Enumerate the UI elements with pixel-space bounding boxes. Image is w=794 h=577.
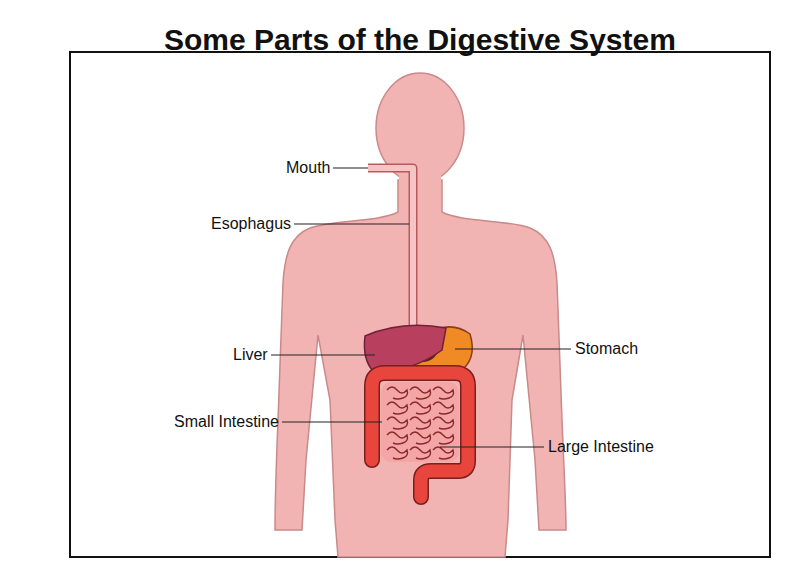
part-label: Liver <box>233 347 268 363</box>
esophagus-tube <box>368 168 413 340</box>
part-label: Small Intestine <box>174 414 279 430</box>
intestine-coil <box>433 402 454 414</box>
part-label: Stomach <box>575 341 638 357</box>
intestine-coil <box>387 387 408 399</box>
intestine-coil <box>387 432 408 444</box>
part-label: Mouth <box>286 160 330 176</box>
intestine-coil <box>410 447 431 459</box>
part-label: Large Intestine <box>548 439 654 455</box>
large-intestine <box>372 373 468 497</box>
part-label: Esophagus <box>211 216 291 232</box>
diagram-title: Some Parts of the Digestive System <box>164 23 676 57</box>
intestine-coil <box>433 417 454 429</box>
small-intestine <box>381 382 459 462</box>
neck-fill <box>399 170 441 216</box>
intestine-coil <box>387 447 408 459</box>
intestine-coil <box>410 417 431 429</box>
intestine-coil <box>410 402 431 414</box>
intestine-coil <box>410 432 431 444</box>
intestine-coil <box>433 432 454 444</box>
intestine-coil <box>387 402 408 414</box>
intestine-coil <box>433 447 454 459</box>
body-silhouette <box>275 73 566 557</box>
frame-border <box>70 52 770 557</box>
leader-lines <box>271 168 571 447</box>
torso-shape <box>275 180 566 557</box>
intestine-coil <box>410 387 431 399</box>
intestine-coil <box>387 417 408 429</box>
intestine-coil <box>433 387 454 399</box>
